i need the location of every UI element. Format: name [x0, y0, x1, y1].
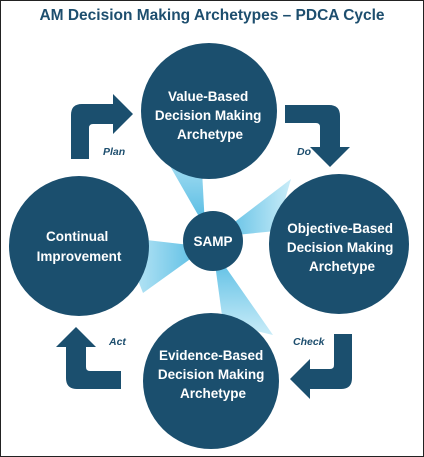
wedge-bottom [213, 249, 273, 335]
value-based-label: Value-Based Decision Making Archetype [155, 89, 265, 142]
samp-label: SAMP [193, 234, 232, 249]
continual-improvement-circle [9, 176, 149, 316]
check-arrow-icon [290, 334, 352, 399]
objective-based-line-2: Decision Making [287, 240, 394, 255]
value-based-line-1: Value-Based [168, 89, 248, 104]
evidence-based-line-2: Decision Making [158, 367, 265, 382]
continual-improvement-label: Continual Improvement [37, 229, 122, 264]
plan-label: Plan [103, 146, 125, 158]
objective-based-circle [269, 174, 409, 314]
samp-circle [183, 211, 243, 271]
do-label: Do [297, 146, 312, 158]
evidence-based-line-1: Evidence-Based [159, 348, 263, 363]
continual-improvement-line-2: Improvement [37, 249, 122, 264]
continual-improvement-line-1: Continual [46, 229, 108, 244]
objective-based-label: Objective-Based Decision Making Archetyp… [287, 221, 397, 274]
evidence-based-line-3: Archetype [180, 386, 247, 401]
act-label: Act [108, 336, 126, 348]
objective-based-line-3: Archetype [309, 259, 376, 274]
evidence-based-label: Evidence-Based Decision Making Archetype [158, 348, 268, 401]
plan-arrow-icon [71, 94, 133, 159]
evidence-based-circle [143, 313, 279, 449]
value-based-line-3: Archetype [177, 127, 244, 142]
objective-based-line-1: Objective-Based [287, 221, 393, 236]
do-arrow-icon [285, 105, 350, 167]
value-based-circle [141, 43, 277, 179]
act-arrow-icon [56, 327, 121, 389]
diagram-title: AM Decision Making Archetypes – PDCA Cyc… [39, 7, 385, 24]
value-based-line-2: Decision Making [155, 108, 262, 123]
check-label: Check [293, 336, 326, 348]
